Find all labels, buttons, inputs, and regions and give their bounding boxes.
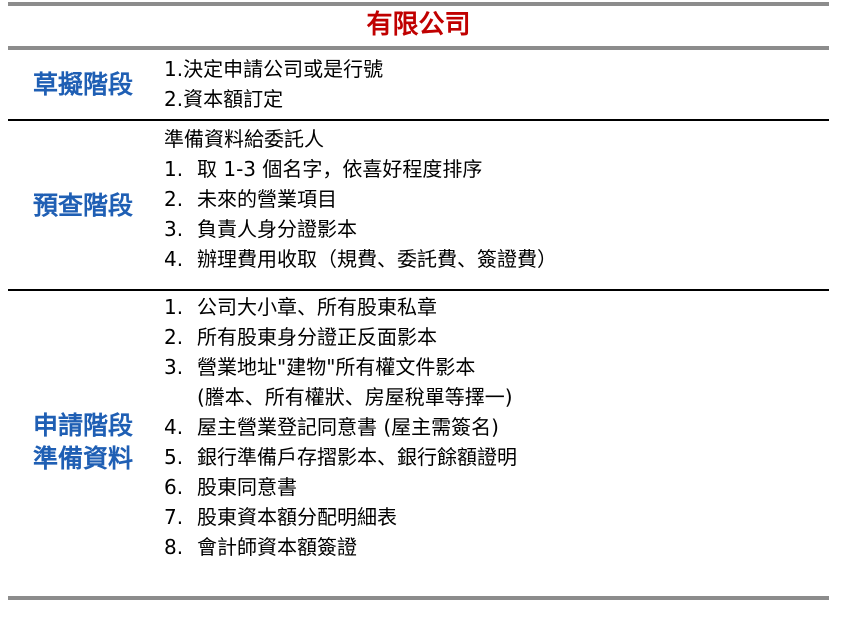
item-text: 辦理費用收取（規費、委託費、簽證費） <box>197 247 557 271</box>
list-item: 2. 未來的營業項目 <box>164 184 829 214</box>
stage-label-application: 申請階段 準備資料 <box>8 291 158 593</box>
item-number: 3. <box>164 217 184 241</box>
item-number: 5. <box>164 445 184 469</box>
list-item: 5. 銀行準備戶存摺影本、銀行餘額證明 <box>164 442 829 472</box>
bottom-rule <box>8 596 829 600</box>
item-text: 2.資本額訂定 <box>164 87 284 111</box>
section-application: 申請階段 準備資料 1. 公司大小章、所有股東私章 2. 所有股東身分證正反面影本 … <box>8 291 829 593</box>
list-item: 8. 會計師資本額簽證 <box>164 532 829 562</box>
list-item: 3. 負責人身分證影本 <box>164 214 829 244</box>
item-number: 8. <box>164 535 184 559</box>
page-title: 有限公司 <box>366 10 471 40</box>
application-list: 1. 公司大小章、所有股東私章 2. 所有股東身分證正反面影本 3. 營業地址"建物"… <box>164 292 829 592</box>
item-text: 1.決定申請公司或是行號 <box>164 57 384 81</box>
stage-label-drafting: 草擬階段 <box>8 50 158 118</box>
item-text: 股東同意書 <box>197 475 297 499</box>
stage-label-text: 草擬階段 <box>32 69 133 99</box>
list-item: (謄本、所有權狀、房屋稅單等擇一) <box>164 382 829 412</box>
item-text: 股東資本額分配明細表 <box>197 505 397 529</box>
list-item: 準備資料給委託人 <box>164 124 829 154</box>
item-text: 營業地址"建物"所有權文件影本 <box>197 355 476 379</box>
list-item: 7. 股東資本額分配明細表 <box>164 502 829 532</box>
item-number: 4. <box>164 415 184 439</box>
item-number: 4. <box>164 247 184 271</box>
list-item: 4. 辦理費用收取（規費、委託費、簽證費） <box>164 244 829 274</box>
section-drafting: 草擬階段 1.決定申請公司或是行號 2.資本額訂定 <box>8 50 829 118</box>
item-number: 2. <box>164 187 184 211</box>
item-text: 公司大小章、所有股東私章 <box>197 295 437 319</box>
item-text: 會計師資本額簽證 <box>197 535 357 559</box>
list-item: 6. 股東同意書 <box>164 472 829 502</box>
stage-label-line: 準備資料 <box>32 444 133 473</box>
item-text: 取 1-3 個名字，依喜好程度排序 <box>197 157 483 181</box>
list-item: 4. 屋主營業登記同意書 (屋主需簽名) <box>164 412 829 442</box>
item-number: 3. <box>164 355 184 379</box>
item-text: (謄本、所有權狀、房屋稅單等擇一) <box>197 385 513 409</box>
list-item: 2. 所有股東身分證正反面影本 <box>164 322 829 352</box>
list-item: 2.資本額訂定 <box>164 84 829 114</box>
item-text: 負責人身分證影本 <box>197 217 357 241</box>
item-text: 未來的營業項目 <box>197 187 337 211</box>
stage-label-text: 預查階段 <box>32 190 133 220</box>
name-check-list: 準備資料給委託人 1. 取 1-3 個名字，依喜好程度排序 2. 未來的營業項目 3… <box>164 124 829 274</box>
list-item: 3. 營業地址"建物"所有權文件影本 <box>164 352 829 382</box>
section-divider <box>8 119 829 121</box>
item-text: 屋主營業登記同意書 (屋主需簽名) <box>197 415 499 439</box>
list-item: 1. 取 1-3 個名字，依喜好程度排序 <box>164 154 829 184</box>
title-rule <box>8 46 829 50</box>
stage-label-line: 申請階段 <box>32 411 133 440</box>
item-text: 準備資料給委託人 <box>164 127 324 151</box>
section-name-check: 預查階段 準備資料給委託人 1. 取 1-3 個名字，依喜好程度排序 2. 未來的營… <box>8 121 829 289</box>
list-item: 1. 公司大小章、所有股東私章 <box>164 292 829 322</box>
list-item: 1.決定申請公司或是行號 <box>164 54 829 84</box>
item-number: 2. <box>164 325 184 349</box>
section-divider <box>8 289 829 291</box>
drafting-list: 1.決定申請公司或是行號 2.資本額訂定 <box>164 54 829 114</box>
item-number: 1. <box>164 157 184 181</box>
top-rule <box>8 2 829 6</box>
item-number: 7. <box>164 505 184 529</box>
item-text: 銀行準備戶存摺影本、銀行餘額證明 <box>197 445 517 469</box>
stage-label-name-check: 預查階段 <box>8 121 158 289</box>
list-item <box>164 562 829 592</box>
item-number: 6. <box>164 475 184 499</box>
item-text: 所有股東身分證正反面影本 <box>197 325 437 349</box>
item-number: 1. <box>164 295 184 319</box>
